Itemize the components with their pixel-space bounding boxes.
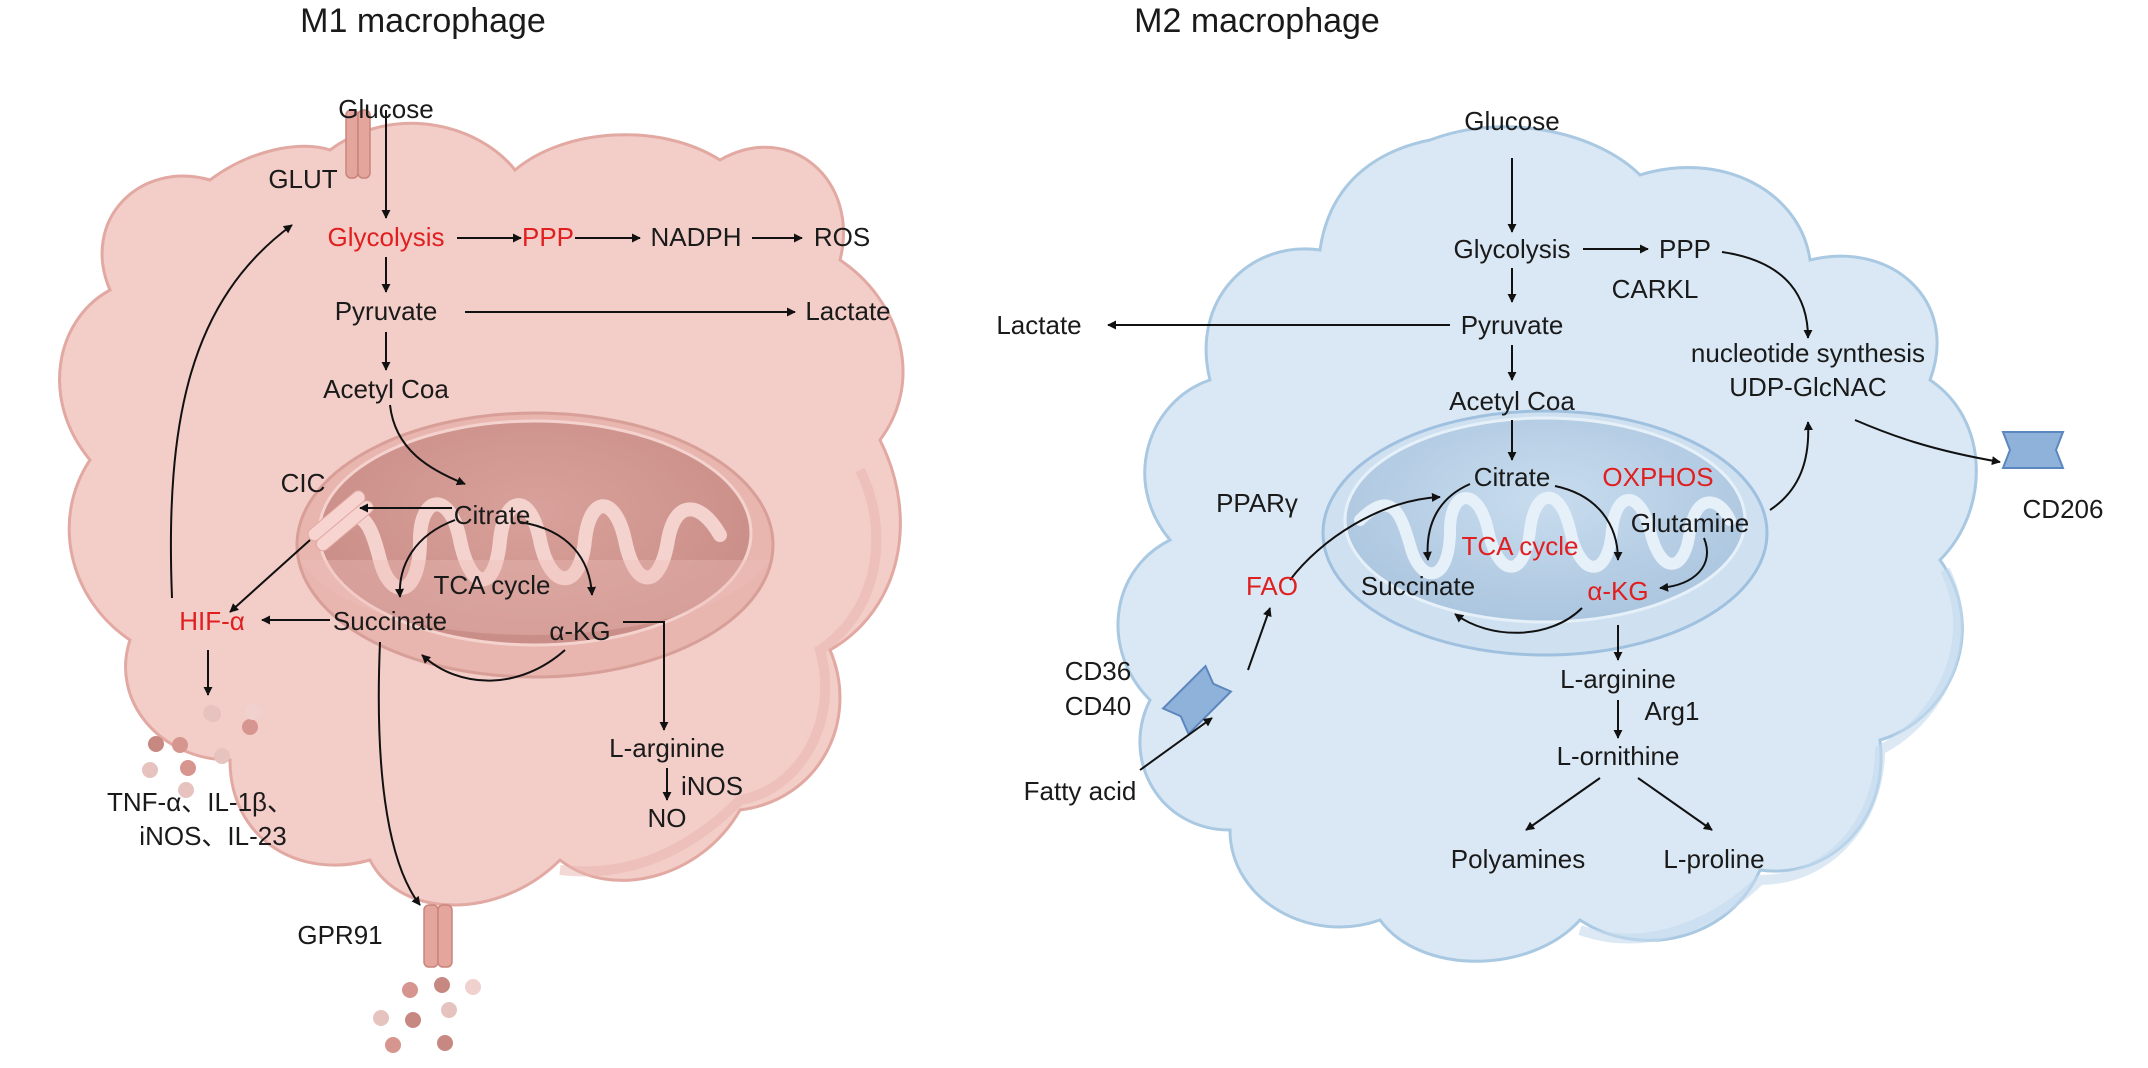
- gpr91-receptor: [423, 904, 453, 968]
- m1-nadph-label: NADPH: [650, 222, 741, 252]
- m1-akg-label: α-KG: [549, 616, 610, 646]
- m2-l-arginine-label: L-arginine: [1560, 664, 1676, 694]
- m1-cytokine-dots: [142, 704, 261, 798]
- m2-pyruvate-label: Pyruvate: [1461, 310, 1564, 340]
- m1-cell-inner-shade: [559, 467, 882, 877]
- m1-succinate-label: Succinate: [333, 606, 447, 636]
- m1-lactate-label: Lactate: [805, 296, 890, 326]
- cd206-receptor: [2001, 431, 2065, 469]
- m2-cd40-label: CD40: [1065, 691, 1131, 721]
- m1-mitochondrion: [295, 411, 775, 679]
- m1-glycolysis-label: Glycolysis: [327, 222, 444, 252]
- m1-glucose-label: Glucose: [338, 94, 433, 124]
- m2-l-ornithine-label: L-ornithine: [1557, 741, 1680, 771]
- m2-ppp-label: PPP: [1659, 234, 1711, 264]
- m2-carkl-label: CARKL: [1612, 274, 1699, 304]
- m1-l-arginine-label: L-arginine: [609, 733, 725, 763]
- m2-succinate-label: Succinate: [1361, 571, 1475, 601]
- m2-title: M2 macrophage: [1134, 2, 1380, 40]
- m2-arrows: [1107, 158, 2001, 831]
- m2-acetyl-coa-label: Acetyl Coa: [1449, 386, 1575, 416]
- m1-citrate-label: Citrate: [454, 500, 531, 530]
- m1-secreted-dots: [373, 977, 481, 1053]
- cic-channel: [307, 490, 374, 552]
- m2-l-proline-label: L-proline: [1663, 844, 1764, 874]
- m2-mitochondrion: [1321, 409, 1769, 657]
- m1-inos-label: iNOS: [681, 771, 743, 801]
- m1-cytokines-line2: iNOS、IL-23: [139, 821, 286, 851]
- m2-udp-label: UDP-GlcNAC: [1729, 372, 1886, 402]
- m1-macrophage-panel: M1 macrophage: [58, 2, 905, 1053]
- m2-cd206-label: CD206: [2023, 494, 2104, 524]
- m1-arrows: [169, 110, 803, 906]
- m1-hif-label: HIF-α: [179, 606, 245, 636]
- m1-cytokines-line1: TNF-α、IL-1β、: [107, 787, 293, 817]
- m1-glut-label: GLUT: [268, 164, 337, 194]
- m1-title: M1 macrophage: [300, 2, 546, 40]
- m2-macrophage-panel: M2 macrophage: [996, 2, 2104, 963]
- m1-ppp-label: PPP: [522, 222, 574, 252]
- m2-lactate-label: Lactate: [996, 310, 1081, 340]
- cd36-cd40-receptor: [1161, 664, 1233, 736]
- m2-tca-cycle-label: TCA cycle: [1461, 531, 1578, 561]
- m2-oxphos-label: OXPHOS: [1602, 462, 1713, 492]
- m2-glutamine-label: Glutamine: [1631, 508, 1750, 538]
- m2-arg1-label: Arg1: [1645, 696, 1700, 726]
- m2-glucose-label: Glucose: [1464, 106, 1559, 136]
- m2-ppar-label: PPARγ: [1216, 488, 1298, 518]
- m2-fao-label: FAO: [1246, 571, 1298, 601]
- m1-pyruvate-label: Pyruvate: [335, 296, 438, 326]
- m1-ros-label: ROS: [814, 222, 870, 252]
- m1-no-label: NO: [648, 803, 687, 833]
- m1-cic-label: CIC: [281, 468, 326, 498]
- m1-acetyl-coa-label: Acetyl Coa: [323, 374, 449, 404]
- m2-cd36-label: CD36: [1065, 656, 1131, 686]
- glut-transporter: [345, 109, 371, 179]
- m2-citrate-label: Citrate: [1474, 462, 1551, 492]
- m2-akg-label: α-KG: [1587, 576, 1648, 606]
- m2-cell-inner-shade: [1578, 567, 1964, 944]
- m2-polyamines-label: Polyamines: [1451, 844, 1585, 874]
- m2-glycolysis-label: Glycolysis: [1453, 234, 1570, 264]
- m1-tca-cycle-label: TCA cycle: [433, 570, 550, 600]
- m2-nucleotide-label: nucleotide synthesis: [1691, 338, 1925, 368]
- m1-gpr91-label: GPR91: [297, 920, 382, 950]
- m2-fatty-acid-label: Fatty acid: [1024, 776, 1137, 806]
